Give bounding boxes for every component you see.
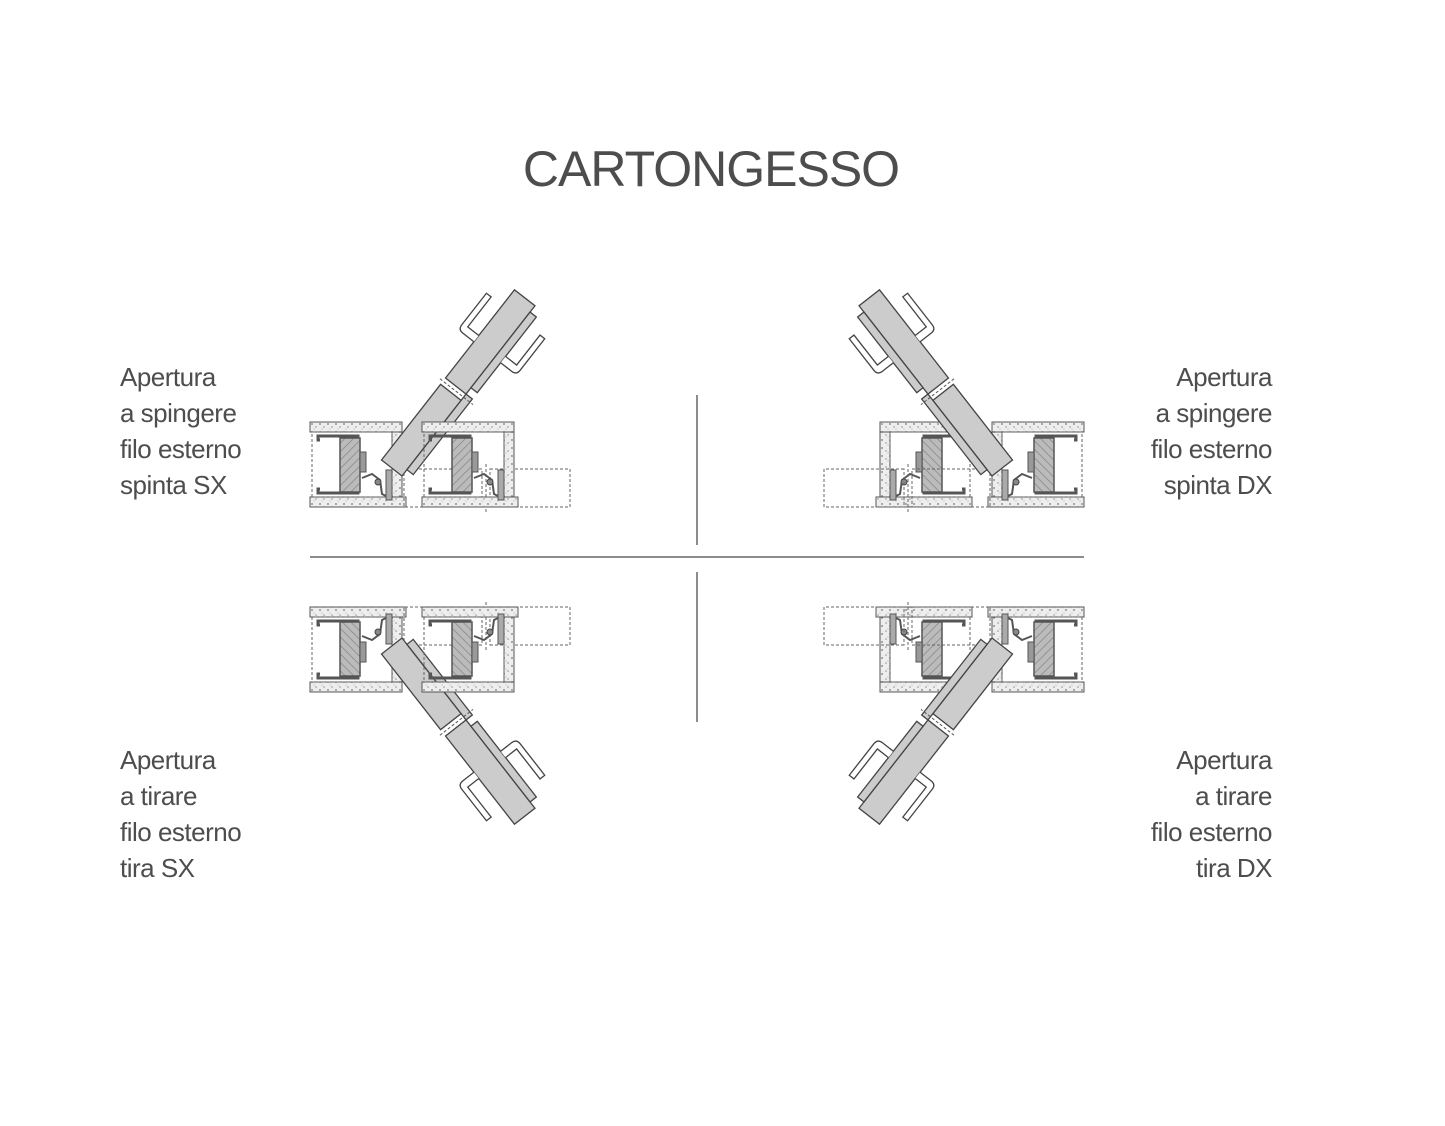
label-line: a tirare: [1195, 781, 1272, 811]
label-line: Apertura: [1176, 362, 1272, 392]
label-line: a spingere: [120, 398, 237, 428]
label-pull-dx: Apertura a tirare filo esterno tira DX: [1150, 742, 1273, 886]
label-line: tira SX: [120, 853, 195, 883]
label-line: filo esterno: [120, 817, 242, 847]
label-push-sx: Apertura a spingere filo esterno spinta …: [120, 359, 242, 503]
label-line: filo esterno: [1150, 434, 1273, 464]
label-line: Apertura: [120, 745, 216, 775]
label-line: spinta SX: [120, 470, 227, 500]
label-line: spinta DX: [1163, 470, 1273, 500]
label-line: tira DX: [1196, 853, 1272, 883]
label-line: a tirare: [120, 781, 197, 811]
label-line: Apertura: [120, 362, 216, 392]
label-line: filo esterno: [1150, 817, 1273, 847]
label-line: filo esterno: [120, 434, 242, 464]
label-push-dx: Apertura a spingere filo esterno spinta …: [1150, 359, 1273, 503]
label-pull-sx: Apertura a tirare filo esterno tira SX: [120, 742, 242, 886]
diagram-title: CARTONGESSO: [522, 141, 900, 197]
label-line: a spingere: [1155, 398, 1273, 428]
label-line: Apertura: [1176, 745, 1272, 775]
